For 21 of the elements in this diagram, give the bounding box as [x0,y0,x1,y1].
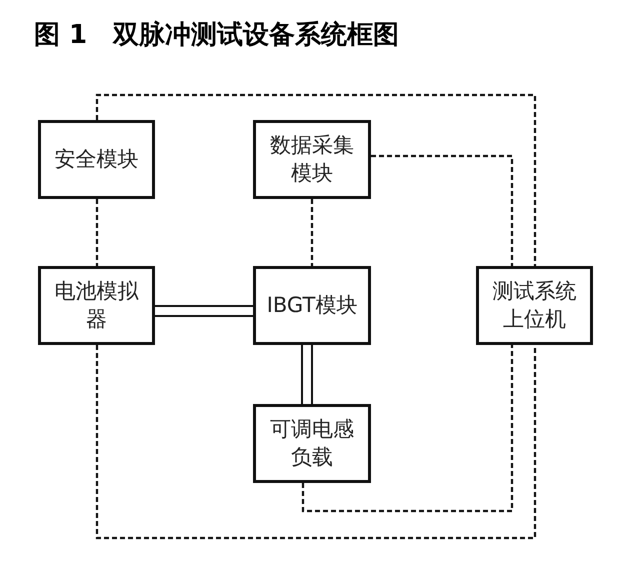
double-line-connector [301,344,313,405]
dashed-connector [371,154,514,266]
module-box [253,266,371,345]
module-box [38,120,155,199]
dashed-connector [96,94,536,266]
module-label: IBGT模块 [266,292,358,319]
diagram-title: 图 1 双脉冲测试设备系统框图 [34,22,400,48]
dashed-connector [96,345,536,540]
module-box [38,266,155,345]
dashed-connector [96,199,98,266]
dashed-connector [302,345,514,512]
module-label: 数据采集模块 [269,132,355,186]
module-label: 安全模块 [54,146,138,173]
double-line-connector [154,305,254,317]
module-box [476,266,593,345]
module-label: 电池模拟器 [54,278,140,332]
module-label: 测试系统上位机 [492,278,578,332]
module-box [253,404,371,483]
dashed-connector [310,199,314,266]
module-box [253,120,371,199]
module-label: 可调电感负载 [269,416,355,470]
